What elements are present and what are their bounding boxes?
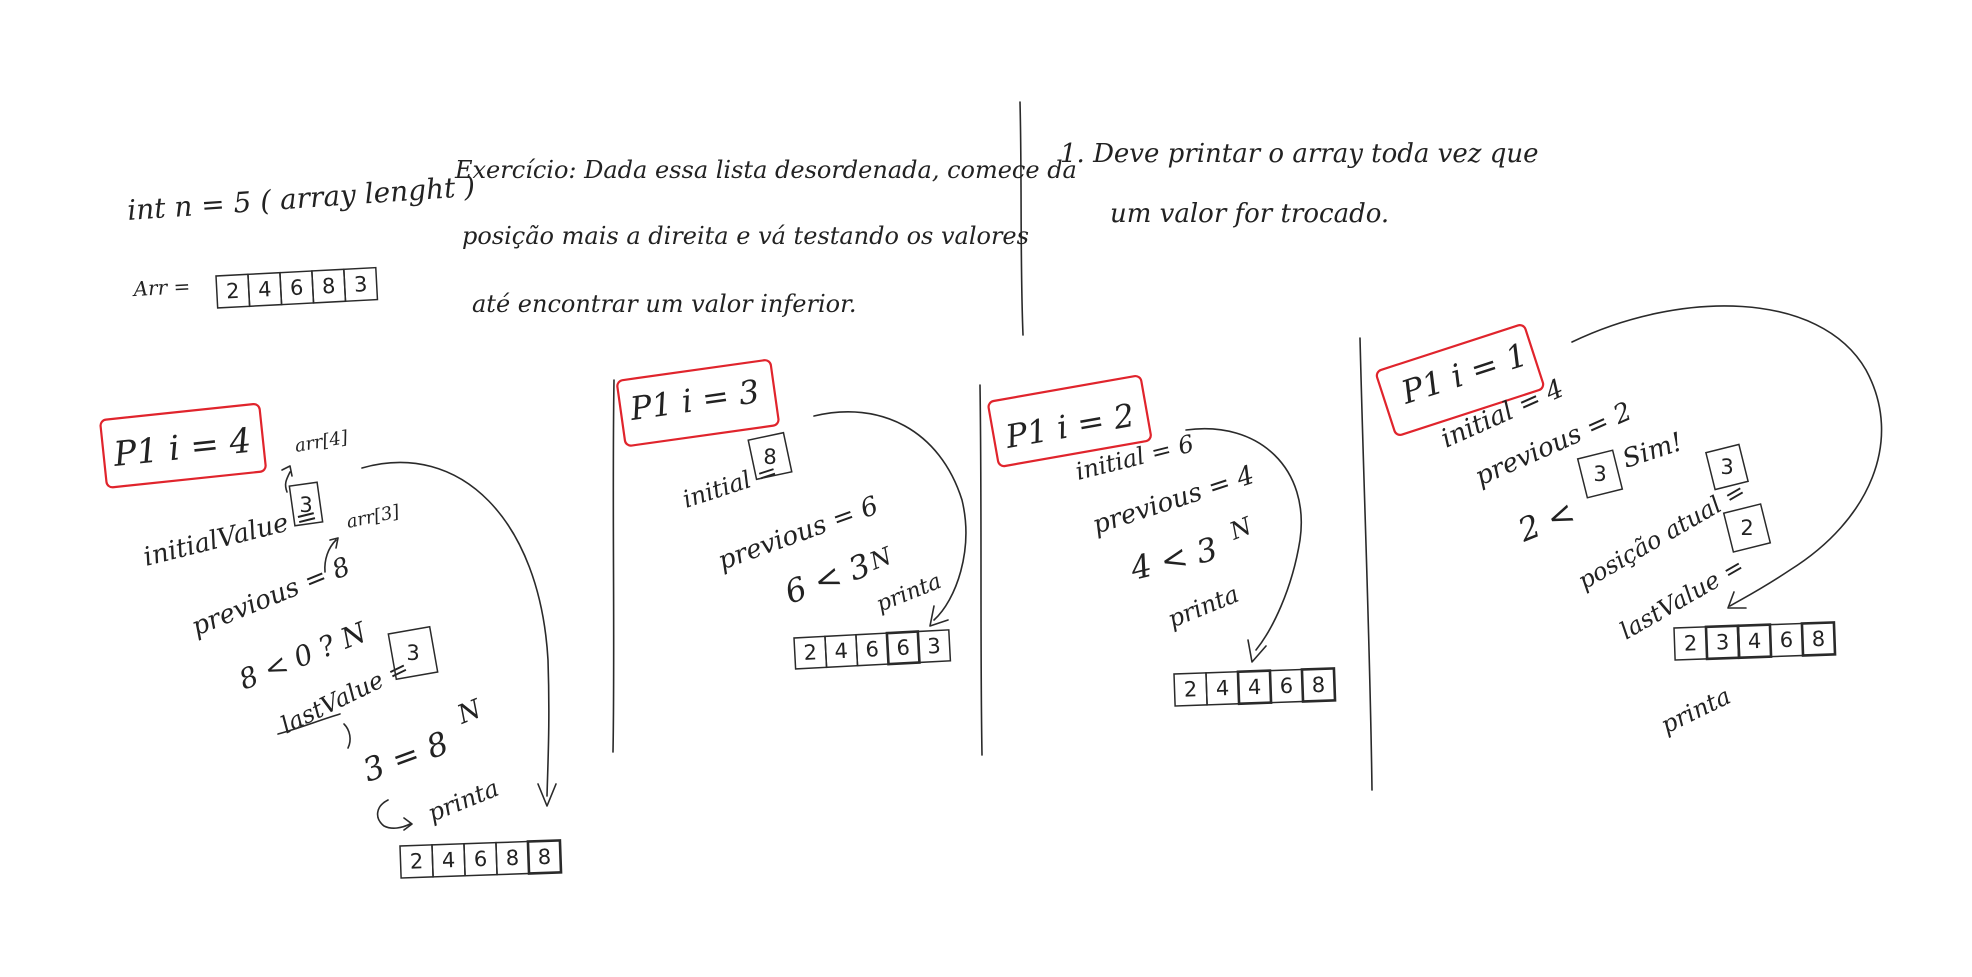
return-arrow-i4 [376,799,413,831]
panel-i1: P1 i = 1 initial = 4 previous = 2 2 < 3 … [1375,305,1883,740]
exercise-line-3: até encontrar um valor inferior. [472,290,857,318]
divider-top [1019,101,1024,336]
flow-arrow-i4 [361,461,557,807]
step-label-i3: P1 i = 3 [627,372,762,428]
question-left-i1: 2 < [1512,493,1580,550]
question-i3: 6 < 3 [780,546,876,612]
arr4-arrow [281,465,293,493]
question-right-i1: Sim! [1619,427,1687,474]
pos-box-i1 [1704,443,1750,491]
result-i3-value: 6 [865,637,880,662]
result-i3-cell [917,629,952,664]
note-line-2: um valor for trocado. [1110,199,1389,229]
result-i2-value: 8 [1311,673,1325,697]
exercise-line-2: posição mais a direita e vá testando os … [462,222,1029,250]
result-i4-cell [526,839,563,875]
underline-last-value [277,713,351,749]
step-box-i4 [99,402,267,489]
initial-array-value: 6 [289,275,304,300]
printa-i2: printa [1164,580,1243,634]
result-i3-value: 4 [834,639,849,664]
result-i4-value: 4 [441,848,455,872]
result-i4-value: 8 [505,846,519,870]
array-length-line: int n = 5 ( array lenght ) [126,170,476,227]
question-value-i1: 3 [1593,462,1606,486]
eq-i4: 3 = 8 [358,724,454,790]
printa-i3: printa [873,569,945,618]
note-line-1: 1. Deve printar o array toda vez que [1060,139,1538,169]
question-box-i1 [1576,449,1624,499]
step-label-i4: P1 i = 4 [111,421,253,475]
n-mark-i2: N [1225,511,1257,546]
initial-array-cell [343,266,379,303]
result-i3-value: 3 [927,634,942,659]
flow-arrow-i3 [813,411,967,627]
divider-3 [1359,337,1373,791]
step-box-i3 [616,359,780,447]
initial-value-i3: 8 [763,445,776,469]
arr4-note: arr[4] [293,427,350,457]
step-box-i1 [1375,324,1545,436]
initial-array-value: 8 [321,274,336,299]
n-mark-i4: N [452,694,486,731]
question-i2: 4 < 3 [1126,530,1221,588]
result-i1-value: 6 [1779,628,1793,652]
initial-value-box-i4 [288,481,324,527]
exercise-line-1: Exercício: Dada essa lista desordenada, … [454,156,1077,184]
flow-arrow-i2 [1185,427,1303,663]
pos-value-i1: 3 [1720,455,1733,479]
printa-i4: printa [424,774,503,828]
result-i1-value: 4 [1747,629,1761,653]
arr3-arrow [324,537,339,573]
arr-label: Arr = [131,274,191,301]
flow-arrow-i1 [1571,305,1883,609]
result-i3-value: 2 [803,640,818,665]
last-value-i1: 2 [1740,516,1753,540]
initial-value-i4: 3 [299,493,312,517]
result-i1-cell [1800,621,1837,657]
result-i2-cell [1300,667,1337,703]
printa-i1: printa [1656,682,1735,740]
result-i2-value: 4 [1247,675,1261,699]
initial-array-value: 4 [257,277,272,302]
divider-1 [612,379,615,753]
last-value-box-i4 [387,625,439,681]
arr3-note: arr[3] [345,501,403,533]
result-i4-value: 6 [473,847,487,871]
result-i2-value: 4 [1215,676,1229,700]
initial-array-value: 3 [353,272,368,297]
result-i1-value: 3 [1715,630,1729,654]
initial-box-i3 [747,431,793,481]
initial-array-value: 2 [226,279,241,304]
step-box-i2 [987,374,1152,468]
last-value-box-i1 [1722,503,1772,553]
last-value-i4: 3 [406,641,419,665]
result-i4-value: 8 [537,845,551,869]
result-i3-value: 6 [896,635,911,660]
result-i4-value: 2 [409,849,423,873]
panel-i3: P1 i = 3 initial = 8 previous = 6 6 < 3 … [616,359,967,670]
result-i1-value: 2 [1683,631,1697,655]
divider-2 [979,384,983,756]
result-i1-value: 8 [1811,627,1825,651]
panel-i4: P1 i = 4 arr[4] initialValue = 3 arr[3] … [99,402,563,879]
panel-i2: P1 i = 2 initial = 6 previous = 4 4 < 3 … [987,374,1337,707]
initial-value-label-i4: initialValue = [140,501,320,573]
result-i2-value: 2 [1183,677,1197,701]
result-i2-value: 6 [1279,674,1293,698]
